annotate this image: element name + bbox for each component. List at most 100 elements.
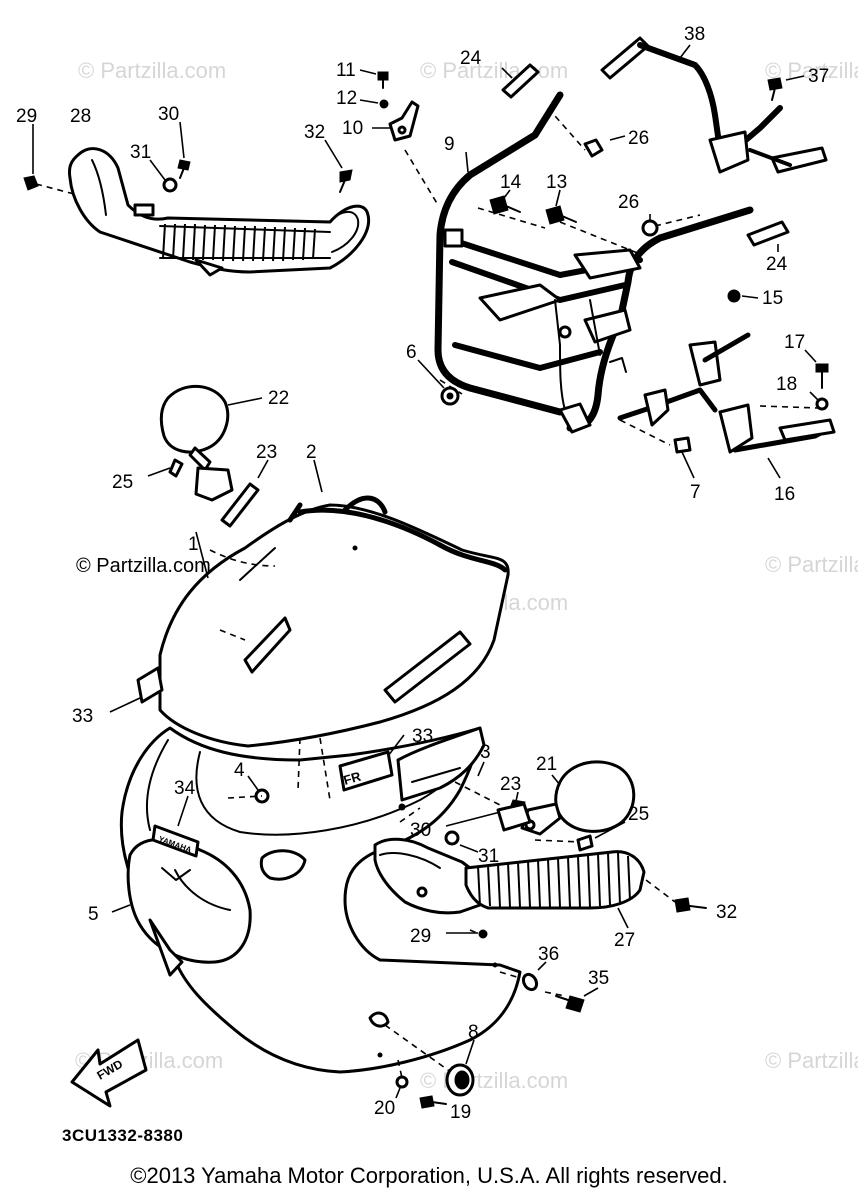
- duct-ribs-left: [162, 223, 316, 262]
- bolt-13-icon: [545, 189, 577, 225]
- callout-3: 3: [480, 742, 491, 763]
- gasket-23-lower-icon: [496, 791, 532, 832]
- screw-32-icon: [324, 139, 353, 193]
- callout-24-right: 24: [766, 254, 788, 275]
- nut-26-icon: [641, 214, 659, 237]
- grommet-15-icon: [727, 289, 759, 303]
- callout-17: 17: [784, 332, 805, 353]
- cowling-stay-frame: [434, 91, 754, 434]
- callout-38: 38: [684, 24, 705, 45]
- watermark: © Partzilla.com: [420, 1068, 568, 1093]
- callout-28: 28: [70, 106, 91, 127]
- decal-text: FR: [342, 769, 363, 788]
- callout-2: 2: [306, 442, 317, 463]
- callout-31: 31: [130, 142, 151, 163]
- callout-12: 12: [336, 88, 357, 109]
- callout-22: 22: [268, 388, 289, 409]
- screw-small-icon: [398, 803, 406, 811]
- duct-ribs-right: [477, 852, 631, 908]
- label-33-left-icon: [109, 666, 164, 713]
- callout-36: 36: [538, 944, 559, 965]
- decal-33: FR: [338, 734, 405, 792]
- bracket-10-icon: [372, 100, 420, 142]
- diagram-code: 3CU1332-8380: [62, 1126, 184, 1145]
- grommet-8-icon: [445, 1039, 475, 1097]
- callout-31-lower: 31: [478, 846, 499, 867]
- screw-30-icon: [177, 121, 191, 179]
- callout-35: 35: [588, 968, 609, 989]
- callout-1: 1: [188, 534, 199, 555]
- callout-15: 15: [762, 288, 783, 309]
- screw-37-icon: [767, 75, 805, 101]
- nut-6-icon: [417, 359, 460, 406]
- screw-25-icon: [147, 458, 184, 478]
- callout-8: 8: [468, 1022, 479, 1043]
- watermark: © Partzilla.com: [76, 555, 211, 577]
- bolt-35-icon: [555, 987, 599, 1013]
- bracket-38-icon: [600, 36, 828, 174]
- nut-31-lower-icon: [444, 830, 479, 853]
- bolt-29-icon: [23, 124, 79, 196]
- mirror-22-icon: [159, 384, 263, 502]
- washer-12-icon: [359, 99, 389, 109]
- callout-26-mid: 26: [618, 192, 639, 213]
- callout-25-lower: 25: [628, 804, 649, 825]
- washer-36-icon: [521, 961, 547, 992]
- callout-29-lower: 29: [410, 926, 431, 947]
- callout-26: 26: [628, 128, 649, 149]
- callout-33: 33: [72, 706, 93, 727]
- air-duct-left: [68, 147, 371, 277]
- molding-2: [287, 459, 508, 573]
- nut-31-icon: [149, 159, 178, 193]
- callout-37: 37: [808, 66, 829, 87]
- watermark: © Partzilla.com: [765, 552, 858, 577]
- callout-5: 5: [88, 904, 99, 925]
- callout-10: 10: [342, 118, 363, 139]
- watermark: © Partzilla.com: [78, 58, 226, 83]
- bolt-7-icon: [673, 436, 695, 479]
- callout-23: 23: [256, 442, 277, 463]
- callout-29: 29: [16, 106, 37, 127]
- callout-32-lower: 32: [716, 902, 737, 923]
- callout-6: 6: [406, 342, 417, 363]
- forward-direction-arrow: FWD: [70, 1038, 148, 1108]
- callout-30: 30: [158, 104, 179, 125]
- copyright-notice: ©2013 Yamaha Motor Corporation, U.S.A. A…: [130, 1163, 728, 1188]
- gasket-23-icon: [220, 459, 269, 528]
- screw-25-lower-icon: [576, 821, 626, 852]
- callout-7: 7: [690, 482, 701, 503]
- screw-11-icon: [359, 69, 389, 89]
- callout-9: 9: [444, 134, 455, 155]
- strip-24-top-icon: [501, 63, 540, 99]
- nut-26-icon: [583, 135, 626, 158]
- callout-19: 19: [450, 1102, 471, 1123]
- callout-4: 4: [234, 760, 245, 781]
- washer-18-icon: [809, 391, 829, 411]
- callout-21: 21: [536, 754, 557, 775]
- strip-24-right-icon: [746, 220, 790, 252]
- stay-16-icon: [617, 332, 836, 479]
- callout-24: 24: [460, 48, 482, 69]
- callout-labels: 1 2 3 4 5 6 7 8 9 10 11 12 13 14 15 16 1…: [16, 24, 829, 1123]
- callout-14: 14: [500, 172, 522, 193]
- bolt-17-icon: [804, 349, 829, 389]
- callout-27: 27: [614, 930, 635, 951]
- callout-16: 16: [774, 484, 795, 505]
- windshield-1: [158, 503, 510, 748]
- front-cowling-5: [111, 726, 522, 1074]
- callout-23-lower: 23: [500, 774, 521, 795]
- bolt-14-icon: [489, 189, 521, 215]
- callout-34: 34: [174, 778, 196, 799]
- watermark: © Partzilla.com: [765, 1048, 858, 1073]
- cowling-guide-lines: [227, 737, 581, 1079]
- callout-30-lower: 30: [410, 820, 431, 841]
- watermark: © Partzilla.com: [420, 58, 568, 83]
- callout-25: 25: [112, 472, 133, 493]
- bolt-32-lower-icon: [645, 879, 707, 913]
- washer-20-icon: [395, 1075, 409, 1099]
- callout-20: 20: [374, 1098, 395, 1119]
- air-duct-right: [373, 837, 646, 929]
- assembly-guide-lines: [404, 107, 819, 446]
- screw-29-lower-icon: [446, 929, 488, 939]
